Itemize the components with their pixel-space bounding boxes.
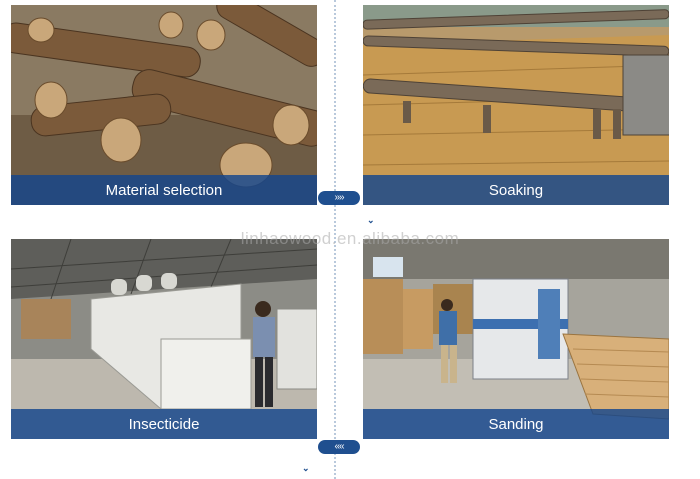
soaking-pool-photo [363,5,669,205]
arrow-down-icon: ⌄ [367,215,375,225]
step-panel-insecticide: Insecticide [11,239,317,439]
step-panel-sanding: Sanding [363,239,669,439]
step-panel-material-selection: Material selection [11,5,317,205]
step-caption: Insecticide [11,409,317,439]
arrow-left-icon: «« [318,440,360,454]
center-dotted-divider [334,0,336,479]
step-panel-soaking: Soaking [363,5,669,205]
step-caption: Material selection [11,175,317,205]
step-caption: Soaking [363,175,669,205]
sanding-machine-photo [363,239,669,439]
step-caption: Sanding [363,409,669,439]
arrow-right-icon: »» [318,191,360,205]
watermark: linhaowood.en.alibaba.com [240,229,460,248]
arrow-down-icon: ⌄ [302,463,310,473]
